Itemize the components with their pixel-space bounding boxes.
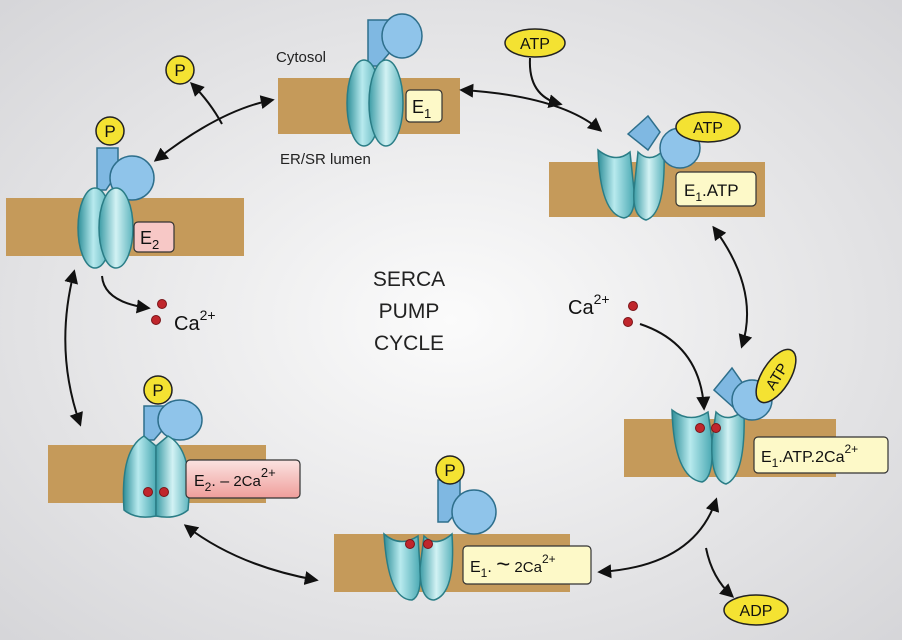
calcium-ion-bound-e2p-2 (159, 487, 169, 497)
calcium-ion-bound-e1atp-2 (711, 423, 721, 433)
calcium-ion-bound-e1p-1 (405, 539, 415, 549)
svg-text:E1. ~ 2Ca2+: E1. ~ 2Ca2+ (470, 551, 556, 580)
cycle-title-line-2: PUMP (379, 300, 440, 323)
svg-text:E1: E1 (412, 97, 431, 121)
svg-text:E2: E2 (140, 228, 159, 252)
calcium-ion-bound-e2p-1 (143, 487, 153, 497)
phosphate-e2p-ca: P (143, 375, 173, 405)
adp-released: ADP (723, 594, 789, 626)
protein-e1p-ca (383, 479, 497, 601)
phosphate-e1p-ca-label: P (444, 461, 455, 480)
svg-text:E1.ATP.2Ca2+: E1.ATP.2Ca2+ (761, 442, 858, 470)
phosphate-e1p-ca: P (435, 455, 465, 485)
lumen-label: ER/SR lumen (280, 151, 371, 168)
calcium-ions (143, 299, 721, 549)
arrow-e2-to-e1 (153, 95, 275, 162)
cycle-arrows (64, 57, 753, 598)
calcium-ion-bound-e1atp-1 (695, 423, 705, 433)
calcium-released-label: Ca2+ (174, 307, 216, 335)
cycle-title-line-3: CYCLE (374, 332, 444, 355)
arrow-e1atp-to-e1atpca (712, 225, 753, 349)
calcium-ion-free-1 (628, 301, 638, 311)
atp-bound-e1: ATP (675, 111, 741, 143)
state-box-e1: E1 (405, 89, 443, 123)
arrow-adp-release (705, 547, 735, 598)
state-box-e1-atp-ca: E1.ATP.2Ca2+ (753, 436, 889, 474)
cycle-title: SERCA PUMP CYCLE (373, 268, 445, 355)
arrow-e1atpca-to-e1pca (597, 497, 720, 579)
phosphate-released-label: P (174, 61, 185, 80)
svg-text:E2. – 2Ca2+: E2. – 2Ca2+ (194, 465, 276, 494)
state-box-e2: E2 (133, 221, 175, 253)
arrow-calcium-release (101, 275, 151, 314)
protein-e1 (346, 13, 423, 147)
arrow-e1pca-to-e2pca (183, 524, 319, 585)
svg-text:E1.ATP: E1.ATP (684, 181, 739, 204)
adp-label: ADP (740, 603, 773, 620)
calcium-ion-bound-e1p-2 (423, 539, 433, 549)
arrow-e1-to-e1atp (459, 83, 603, 132)
cytosol-label: Cytosol (276, 49, 326, 66)
atp-bound-e1-label: ATP (693, 120, 723, 137)
calcium-uptake-label: Ca2+ (568, 291, 610, 319)
phosphate-e2-label: P (104, 122, 115, 141)
calcium-ion-free-2 (623, 317, 633, 327)
atp-free-label: ATP (520, 36, 550, 53)
state-box-e2p-ca: E2. – 2Ca2+ (185, 459, 301, 499)
phosphate-e2p-ca-label: P (152, 381, 163, 400)
phosphate-e2: P (95, 116, 125, 146)
arrow-phosphate-release (190, 82, 223, 125)
atp-free: ATP (504, 28, 566, 58)
arrow-e2pca-to-e2 (64, 269, 83, 427)
calcium-ion-released-1 (157, 299, 167, 309)
protein-e2 (77, 147, 155, 269)
state-box-e1-atp: E1.ATP (675, 171, 757, 207)
state-box-e1p-ca: E1. ~ 2Ca2+ (462, 545, 592, 585)
arrow-atp-binding (528, 57, 563, 109)
arrow-calcium-binding (639, 323, 711, 411)
cycle-title-line-1: SERCA (373, 268, 445, 291)
phosphate-released: P (165, 55, 195, 85)
calcium-ion-released-2 (151, 315, 161, 325)
